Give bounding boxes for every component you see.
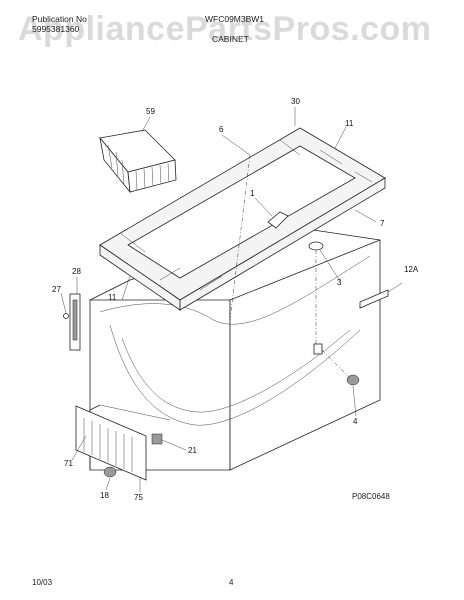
knob [346,374,360,386]
page-number: 4 [229,578,234,587]
callout-6: 6 [219,125,224,134]
callout-18: 18 [100,491,109,500]
callout-71: 71 [64,459,73,468]
callout-27: 27 [52,285,61,294]
drain-plug [103,466,117,478]
callout-12a: 12A [404,265,419,274]
compressor-grille [75,405,147,481]
watermark: AppliancePartsPros.com [18,10,432,48]
nameplate [359,289,389,309]
basket [99,129,177,194]
callout-1: 1 [250,189,255,198]
leader-lines [60,107,403,492]
screw [63,313,69,319]
footer-date: 10/03 [32,578,53,587]
callout-11-lower: 11 [108,293,117,302]
lid-frame [99,127,386,311]
hinge [69,293,81,351]
callout-59: 59 [146,107,155,116]
publication-label: Publication No [32,14,87,24]
callout-28: 28 [72,267,81,276]
callout-7: 7 [380,219,385,228]
publication-number: 5995381360 [32,24,80,34]
light-switch [308,241,324,251]
callout-30: 30 [291,97,300,106]
temperature-control [313,343,323,355]
callout-11: 11 [345,119,354,128]
callout-75: 75 [134,493,143,502]
model-number: WFC09M3BW1 [205,14,265,24]
power-cord-relay [151,433,163,445]
drawing-code: P08C0648 [352,492,390,501]
callout-4: 4 [353,417,358,426]
lid-handle [267,211,289,229]
callout-21: 21 [188,446,197,455]
section-title: CABINET [212,34,249,44]
callout-3: 3 [337,278,342,287]
